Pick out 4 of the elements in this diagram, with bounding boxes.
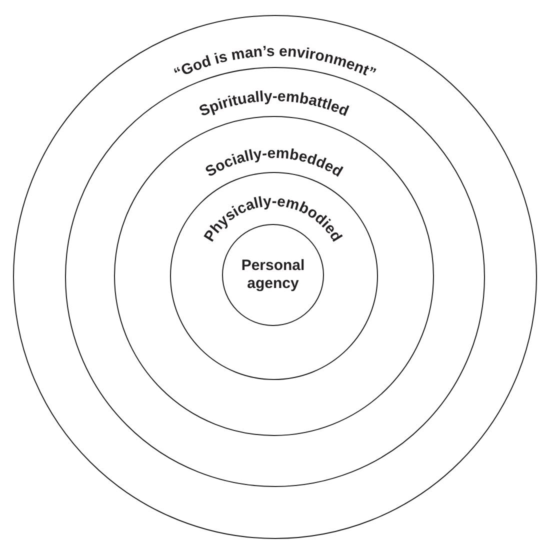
ring-label: Spiritually-embattled [196,88,352,120]
ring-circle [13,15,537,539]
center-label: Personal agency [240,257,306,293]
ring-circle [114,116,434,436]
